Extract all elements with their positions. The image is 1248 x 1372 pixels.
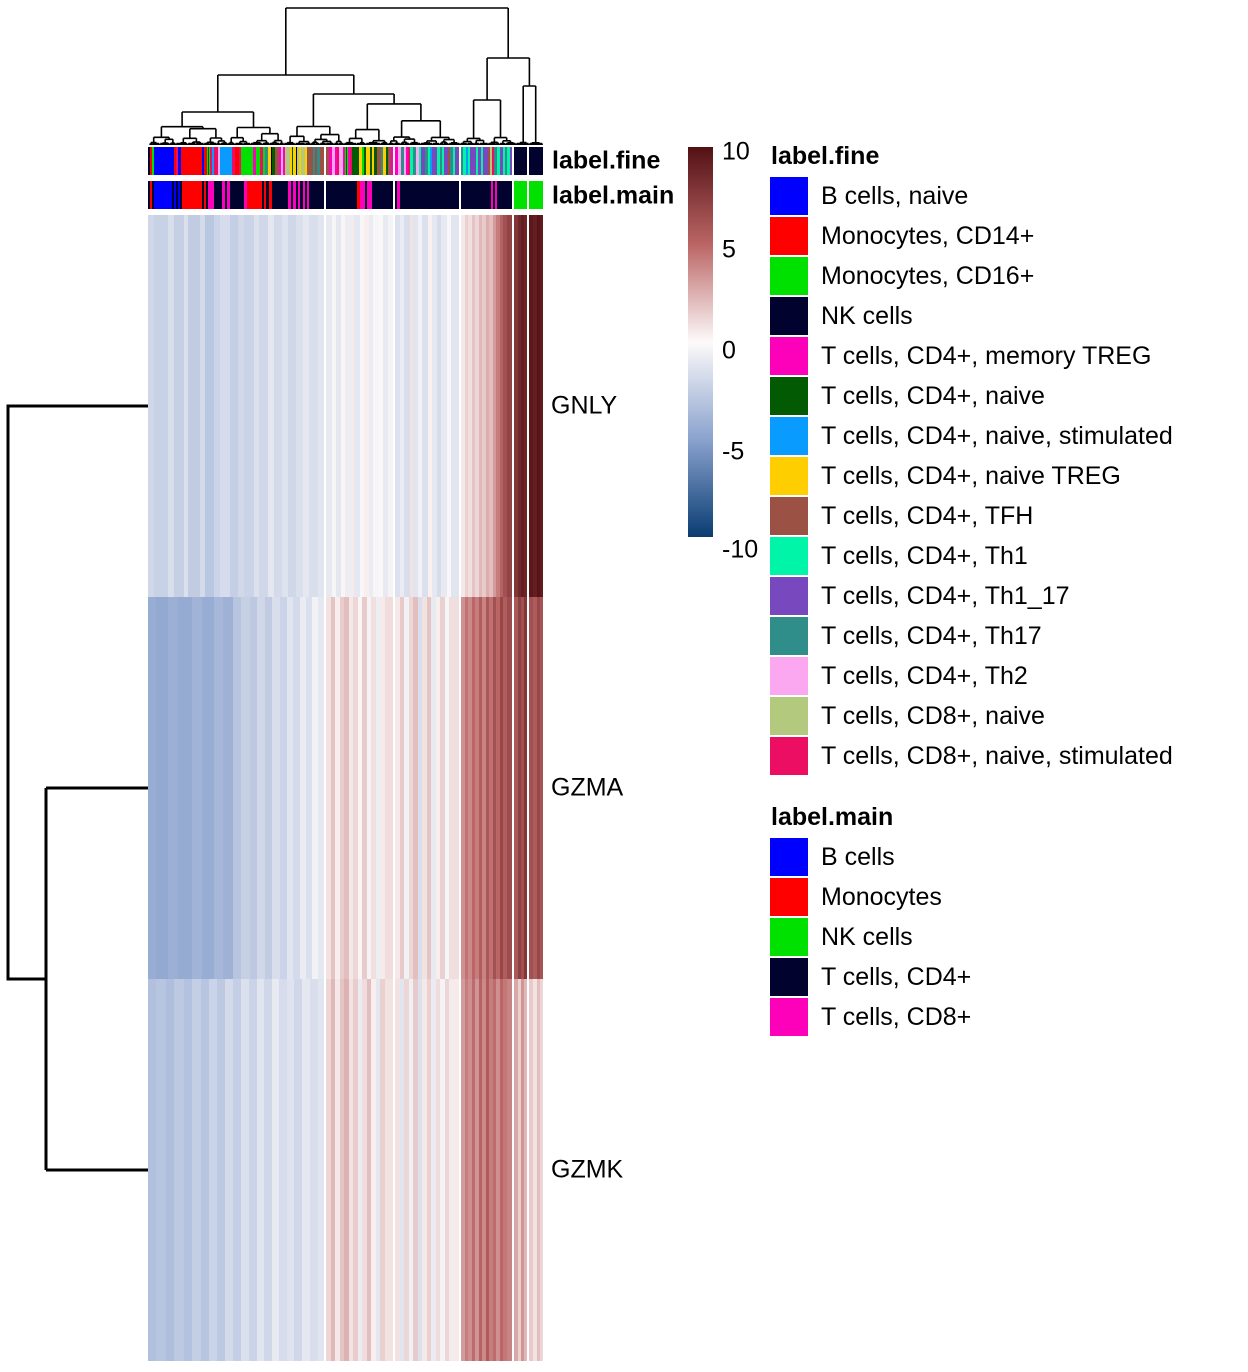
- legend-fine-entry: T cells, CD4+, TFH: [770, 496, 1173, 536]
- legend-fine-entry: Monocytes, CD16+: [770, 256, 1173, 296]
- legend-fine-entry-label: T cells, CD4+, Th2: [821, 661, 1028, 690]
- legend-fine-entry: T cells, CD4+, naive: [770, 376, 1173, 416]
- annotation-track-title-main: label.main: [552, 181, 675, 210]
- colorbar-tick-10: 10: [722, 137, 750, 166]
- legend-fine-entry-label: T cells, CD4+, naive: [821, 381, 1045, 410]
- legend-fine-swatch: [770, 217, 808, 255]
- legend-main-swatch: [770, 838, 808, 876]
- colorbar-tick-5: 5: [722, 235, 736, 264]
- legend-main-swatch: [770, 958, 808, 996]
- legend-fine-entry-label: T cells, CD4+, TFH: [821, 501, 1034, 530]
- colorbar-tick-neg10: -10: [722, 535, 759, 564]
- annotation-track-title-fine: label.fine: [552, 146, 661, 175]
- legend-main-swatch: [770, 918, 808, 956]
- legend-fine-entry: T cells, CD8+, naive: [770, 696, 1173, 736]
- legend-fine-entry: T cells, CD8+, naive, stimulated: [770, 736, 1173, 776]
- legend-main-swatch: [770, 878, 808, 916]
- legend-main-entry-label: T cells, CD8+: [821, 1002, 972, 1031]
- legend-fine-entry: T cells, CD4+, naive, stimulated: [770, 416, 1173, 456]
- row-label-gzmk: GZMK: [551, 1155, 624, 1184]
- legend-fine-swatch: [770, 537, 808, 575]
- row-dendrogram: [6, 404, 148, 1172]
- legend-fine-swatch: [770, 257, 808, 295]
- annotation-bar-fine: [148, 147, 543, 175]
- legend-fine-swatch: [770, 297, 808, 335]
- legend-fine-entry: B cells, naive: [770, 176, 1173, 216]
- legend-fine-swatch: [770, 737, 808, 775]
- legend-fine-entry: NK cells: [770, 296, 1173, 336]
- row-label-gnly: GNLY: [551, 391, 618, 420]
- legend-fine-swatch: [770, 337, 808, 375]
- legend-main-entry-label: B cells: [821, 842, 895, 871]
- legend-fine-swatch: [770, 177, 808, 215]
- legend-fine-title: label.fine: [771, 142, 880, 170]
- colorbar-tick-0: 0: [722, 336, 736, 365]
- legend-main-entry: Monocytes: [770, 877, 971, 917]
- legend-fine-swatch: [770, 417, 808, 455]
- legend-fine-entry: T cells, CD4+, memory TREG: [770, 336, 1173, 376]
- legend-fine-entry-label: T cells, CD4+, memory TREG: [821, 341, 1152, 370]
- legend-main-entry: T cells, CD8+: [770, 997, 971, 1037]
- legend-fine-entry-label: T cells, CD8+, naive: [821, 701, 1045, 730]
- row-label-gzma: GZMA: [551, 773, 624, 802]
- legend-fine-entry-label: T cells, CD4+, naive, stimulated: [821, 421, 1173, 450]
- legend-main-entry: B cells: [770, 837, 971, 877]
- legend-main-entry-label: T cells, CD4+: [821, 962, 972, 991]
- legend-fine-entry-label: Monocytes, CD14+: [821, 221, 1035, 250]
- legend-fine-entry: T cells, CD4+, Th1_17: [770, 576, 1173, 616]
- legend-fine-entry-label: T cells, CD4+, Th1: [821, 541, 1028, 570]
- legend-fine-entry-label: T cells, CD8+, naive, stimulated: [821, 741, 1173, 770]
- legend-fine-entry: T cells, CD4+, naive TREG: [770, 456, 1173, 496]
- legend-fine-entry: Monocytes, CD14+: [770, 216, 1173, 256]
- legend-main-entry-label: NK cells: [821, 922, 913, 951]
- legend-fine-entry-label: Monocytes, CD16+: [821, 261, 1035, 290]
- legend-fine-entry-label: NK cells: [821, 301, 913, 330]
- legend-fine-swatch: [770, 377, 808, 415]
- legend-fine-entry-label: T cells, CD4+, naive TREG: [821, 461, 1121, 490]
- legend-main-entry-label: Monocytes: [821, 882, 942, 911]
- annotation-bar-main: [148, 181, 543, 209]
- legend-fine-swatch: [770, 577, 808, 615]
- heatmap-cells: [148, 215, 543, 1361]
- legend-main-entry: NK cells: [770, 917, 971, 957]
- legend-fine-swatch: [770, 457, 808, 495]
- legend-fine-entry-label: T cells, CD4+, Th1_17: [821, 581, 1070, 610]
- legend-fine-swatch: [770, 697, 808, 735]
- legend-fine-entry-label: T cells, CD4+, Th17: [821, 621, 1042, 650]
- legend-fine-entry-label: B cells, naive: [821, 181, 969, 210]
- legend-main-title: label.main: [771, 803, 894, 831]
- colorbar-tick-neg5: -5: [722, 437, 745, 466]
- colorbar-gradient: [688, 147, 713, 537]
- column-dendrogram: [149, 7, 543, 145]
- legend-main-swatch: [770, 998, 808, 1036]
- legend-fine-entry: T cells, CD4+, Th17: [770, 616, 1173, 656]
- legend-fine-swatch: [770, 617, 808, 655]
- legend-fine-entry: T cells, CD4+, Th2: [770, 656, 1173, 696]
- legend-fine-swatch: [770, 657, 808, 695]
- legend-main-entry: T cells, CD4+: [770, 957, 971, 997]
- legend-fine-swatch: [770, 497, 808, 535]
- legend-fine-entry: T cells, CD4+, Th1: [770, 536, 1173, 576]
